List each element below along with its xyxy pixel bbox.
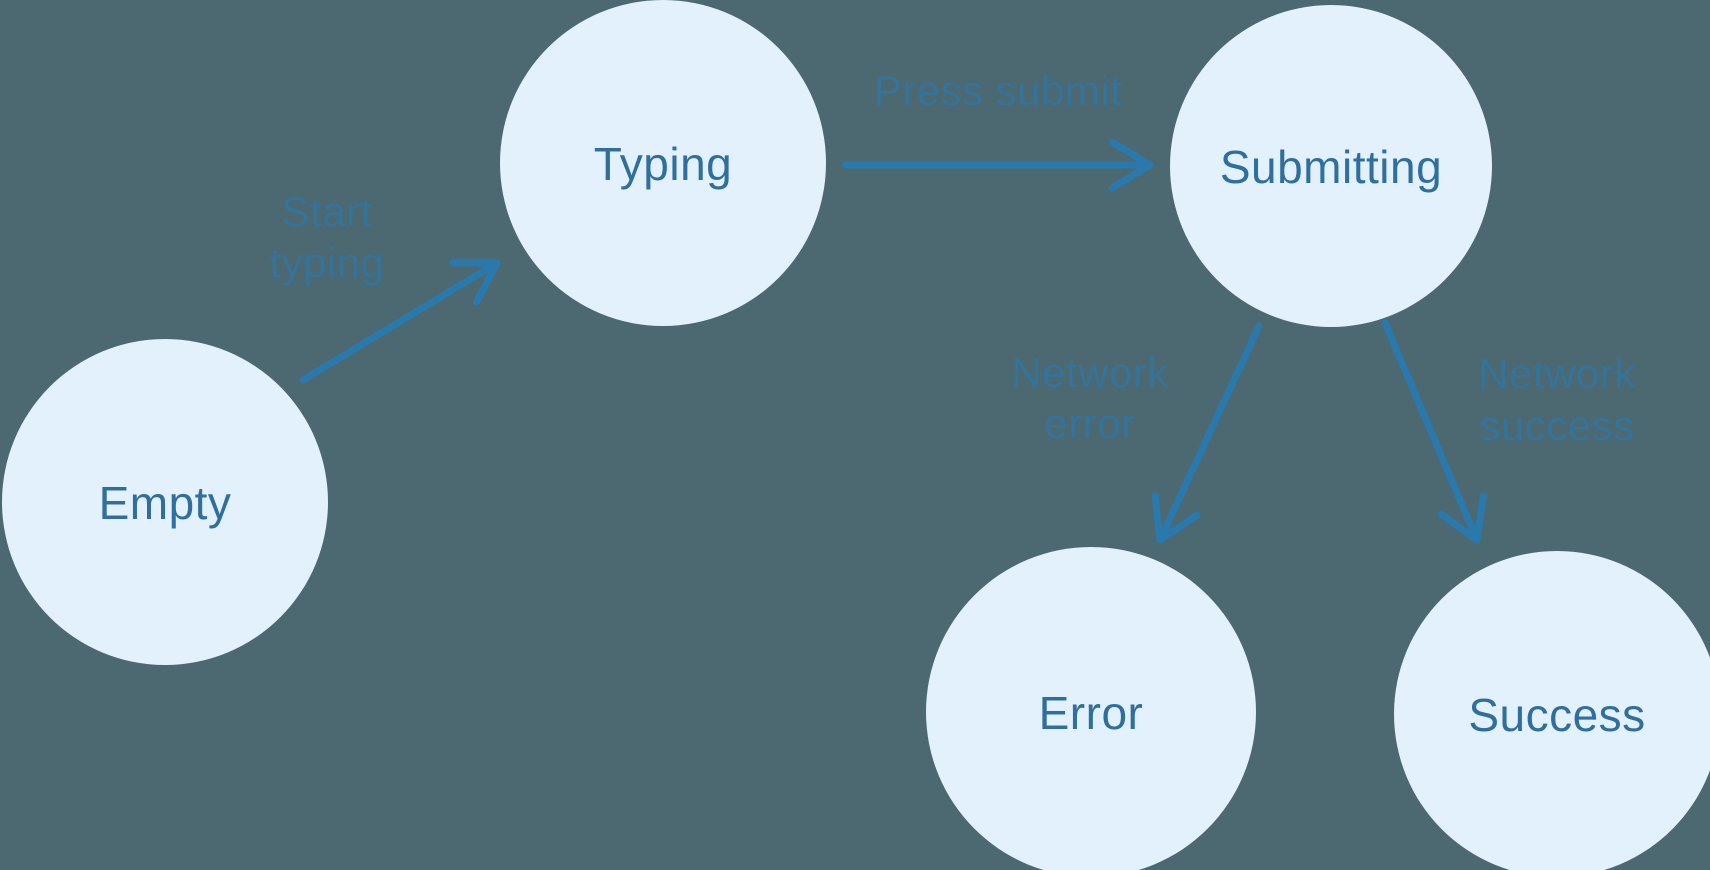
state-label-success: Success: [1468, 689, 1645, 741]
transition-label-network-error-line1: Network: [1011, 349, 1169, 396]
state-typing: Typing: [500, 0, 826, 326]
transition-label-network-error-line2: error: [1044, 400, 1135, 447]
state-circle-submitting: [1170, 5, 1492, 327]
state-circle-empty: [2, 339, 328, 665]
state-label-typing: Typing: [594, 138, 733, 190]
transition-label-network-success-line1: Network: [1478, 350, 1636, 397]
transition-label-press-submit: Press submit: [874, 67, 1123, 114]
state-label-error: Error: [1039, 687, 1144, 739]
transition-label-start-typing-line1: Start: [281, 188, 372, 235]
network-success-arrow: [1381, 319, 1487, 544]
state-circle-error: [926, 547, 1256, 870]
transition-press-submit: Press submit: [841, 67, 1154, 192]
transition-start-typing: Start typing: [269, 188, 501, 384]
state-circle-success: [1394, 551, 1710, 870]
state-label-empty: Empty: [99, 477, 232, 529]
state-submitting: Submitting: [1170, 5, 1492, 327]
transition-label-start-typing-line2: typing: [269, 239, 384, 286]
state-label-submitting: Submitting: [1220, 141, 1442, 193]
state-success: Success: [1394, 551, 1710, 870]
transition-network-error: Network error: [1011, 322, 1263, 544]
transition-network-success: Network success: [1381, 319, 1636, 544]
transition-label-network-success-line2: success: [1479, 402, 1634, 449]
state-empty: Empty: [2, 339, 328, 665]
network-error-arrow: [1151, 322, 1263, 544]
state-circle-typing: [500, 0, 826, 326]
start-typing-arrow: [299, 259, 501, 384]
state-error: Error: [926, 547, 1256, 870]
